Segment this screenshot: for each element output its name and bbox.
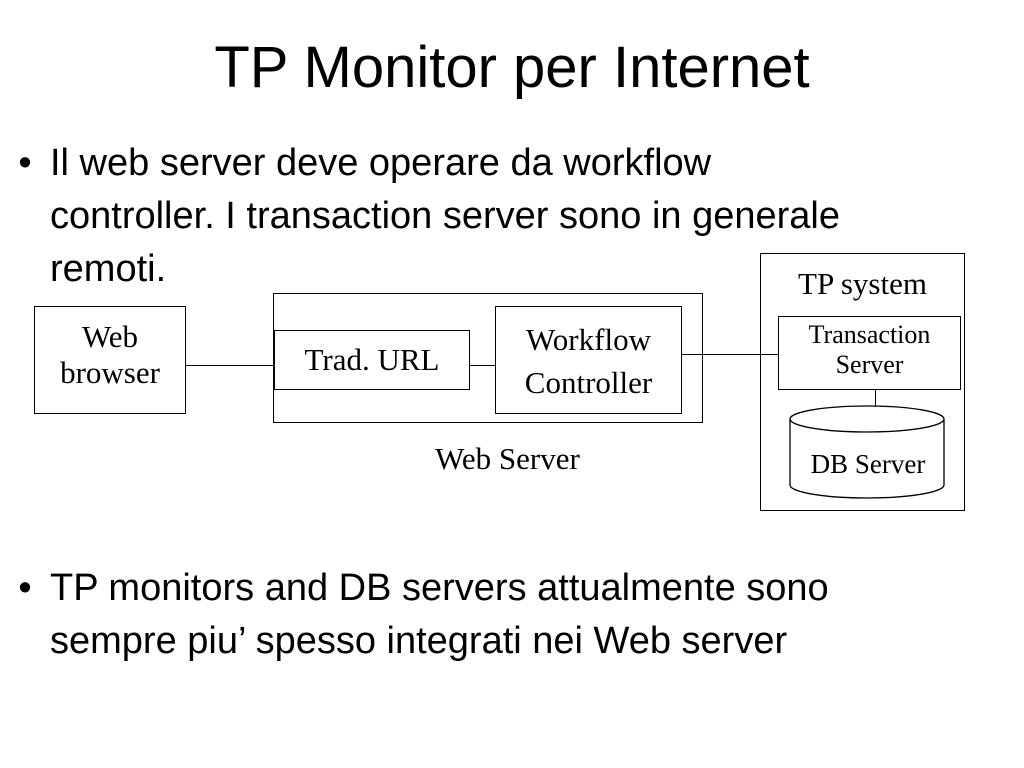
trad-url-box: Trad. URL — [274, 330, 470, 390]
bullet-line: TP monitors and DB servers attualmente s… — [50, 567, 829, 609]
bullet-marker: • — [18, 142, 32, 184]
slide-title: TP Monitor per Internet — [214, 35, 810, 100]
web-browser-box: Web browser — [34, 306, 186, 414]
bullet-line: sempre piu’ spesso integrati nei Web ser… — [50, 620, 788, 662]
connector-transaction-db — [875, 389, 876, 407]
transaction-server-label-line: Server — [835, 350, 904, 379]
bullet-text: TP monitors and DB servers attualmente s… — [50, 562, 1020, 668]
db-server-cylinder-top — [789, 405, 945, 433]
transaction-server-label: Transaction Server — [779, 320, 960, 380]
workflow-controller-box: Workflow Controller — [495, 306, 682, 414]
transaction-server-box: Transaction Server — [778, 316, 961, 390]
bullet-line: remoti. — [50, 248, 167, 290]
bullet-item-tp-monitors: • TP monitors and DB servers attualmente… — [10, 562, 1020, 668]
bullet-line: controller. I transaction server sono in… — [50, 195, 840, 237]
web-server-label: Web Server — [435, 441, 580, 476]
connector-trad-url-workflow — [469, 365, 496, 366]
workflow-controller-label-line: Controller — [524, 365, 653, 400]
connector-workflow-transaction — [681, 354, 779, 355]
bullet-text: Il web server deve operare da workflow c… — [50, 137, 1020, 296]
web-browser-label: Web browser — [35, 319, 185, 391]
db-server-label: DB Server — [810, 449, 926, 479]
trad-url-label: Trad. URL — [304, 342, 440, 377]
db-server-cylinder-body — [789, 419, 945, 499]
bullet-item-workflow-controller: • Il web server deve operare da workflow… — [10, 137, 1020, 296]
connector-browser-trad-url — [185, 365, 275, 366]
workflow-controller-label-line: Workflow — [526, 322, 651, 357]
web-browser-label-line: Web — [81, 319, 139, 354]
web-browser-label-line: browser — [60, 355, 160, 390]
web-server-container — [273, 293, 703, 423]
bullet-marker: • — [18, 567, 32, 609]
bullet-line: Il web server deve operare da workflow — [50, 142, 712, 184]
db-server-cylinder — [789, 405, 945, 499]
workflow-controller-label: Workflow Controller — [496, 318, 681, 404]
transaction-server-label-line: Transaction — [808, 320, 931, 349]
